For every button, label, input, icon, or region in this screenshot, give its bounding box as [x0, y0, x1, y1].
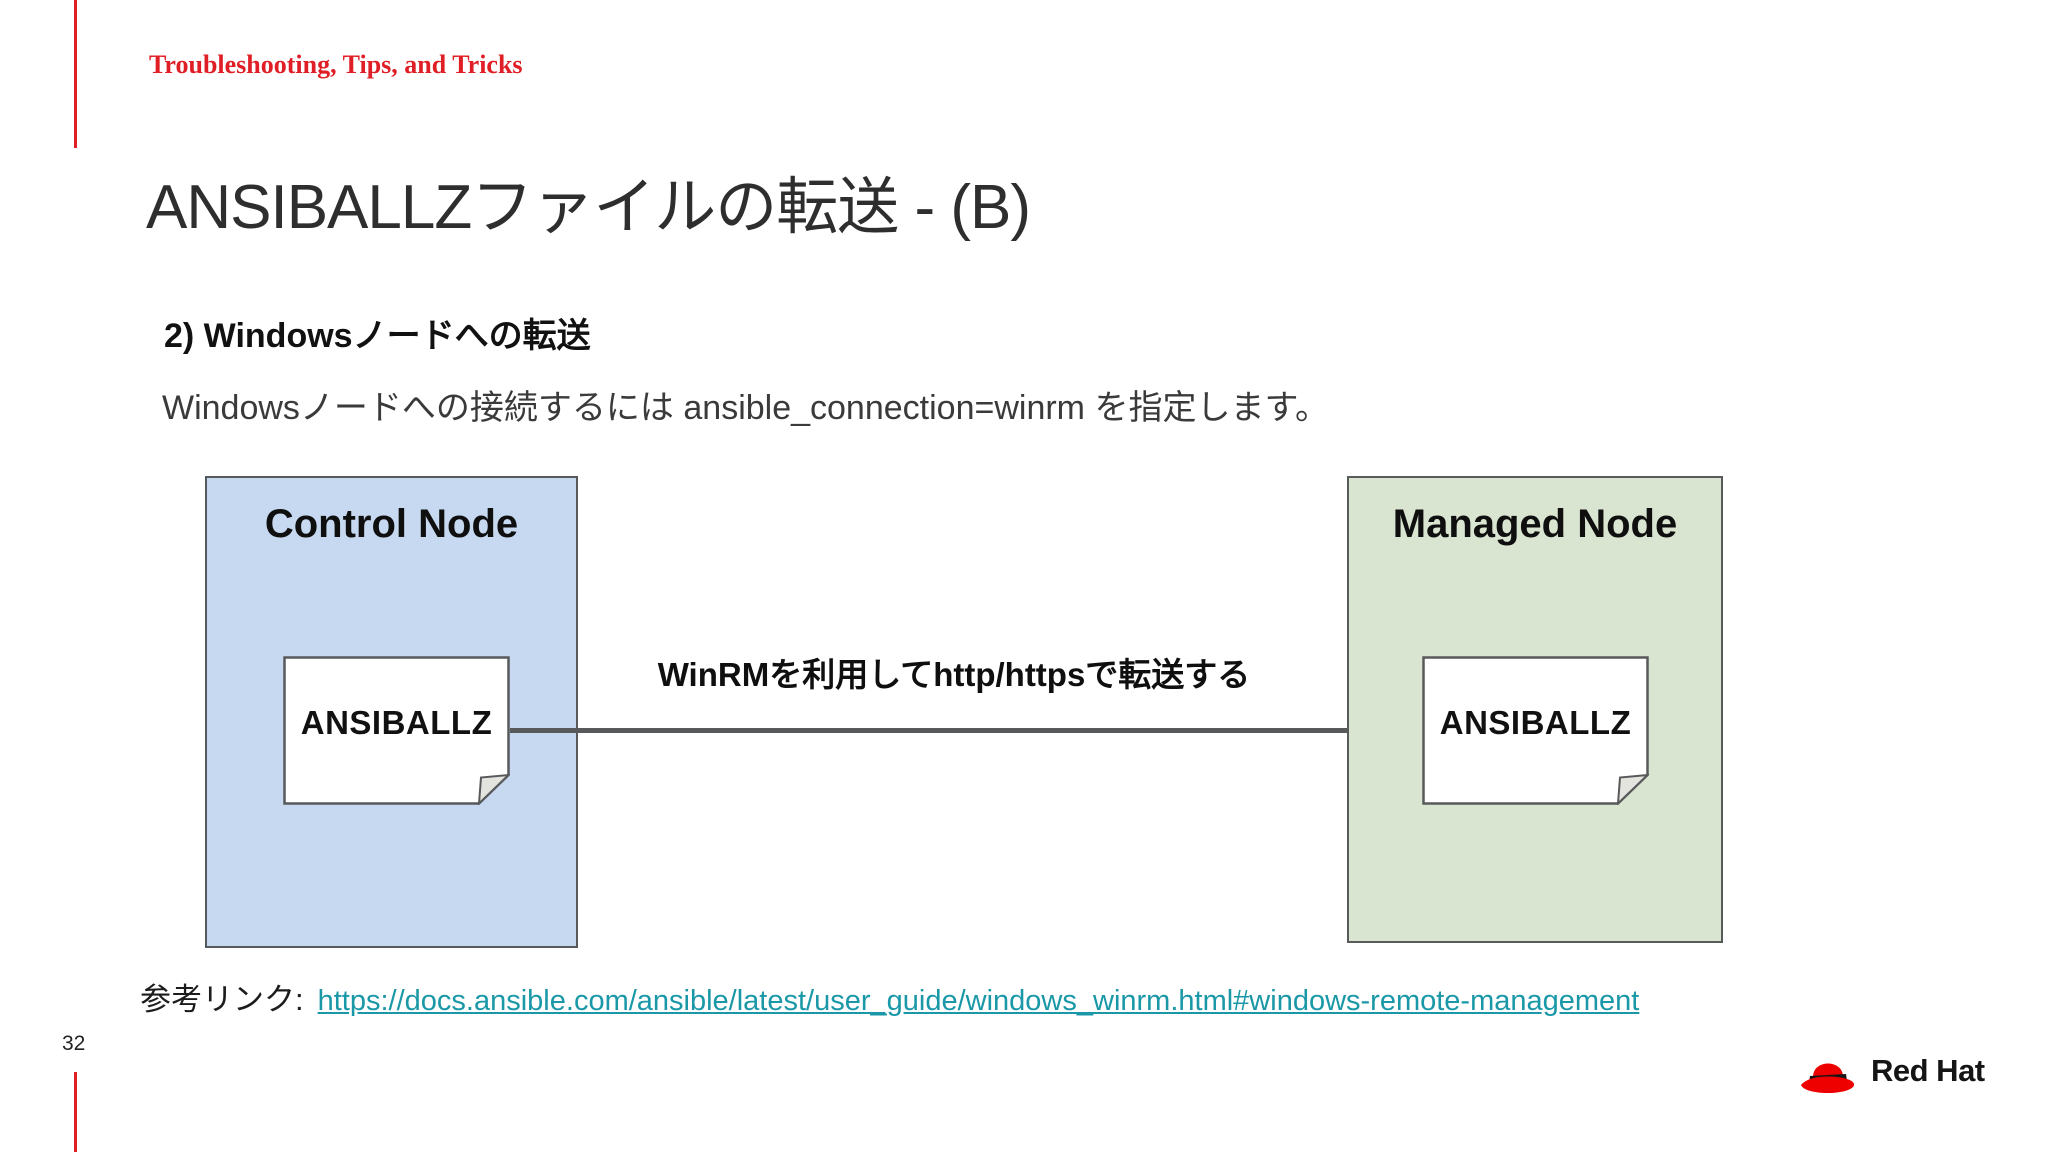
redhat-logo-text: Red Hat	[1871, 1053, 1985, 1088]
ansiballz-file-managed: ANSIBALLZ	[1422, 656, 1649, 805]
slide-body-text: Windowsノードへの接続するには ansible_connection=wi…	[162, 389, 1330, 427]
control-node-title: Control Node	[264, 502, 519, 546]
transfer-arrow-label: WinRMを利用してhttp/httpsで転送する	[657, 656, 1251, 693]
slide-subtitle: 2) Windowsノードへの転送	[164, 317, 591, 355]
document-icon	[283, 656, 510, 805]
transfer-arrow-line	[510, 728, 1398, 733]
ansiballz-file-label-managed: ANSIBALLZ	[1439, 703, 1632, 741]
red-accent-line-top	[74, 0, 77, 148]
page-title: ANSIBALLZファイルの転送 - (B)	[146, 173, 1031, 242]
section-eyebrow: Troubleshooting, Tips, and Tricks	[149, 50, 523, 79]
reference-row: 参考リンク: https://docs.ansible.com/ansible/…	[140, 974, 1639, 1019]
redhat-fedora-icon	[1801, 1063, 1855, 1093]
ansiballz-file-label-control: ANSIBALLZ	[300, 703, 493, 741]
ansiballz-file-control: ANSIBALLZ	[283, 656, 510, 805]
page-number: 32	[62, 1032, 86, 1055]
document-icon	[1422, 656, 1649, 805]
red-accent-line-bottom	[74, 1072, 77, 1152]
reference-label: 参考リンク:	[140, 982, 304, 1017]
reference-link[interactable]: https://docs.ansible.com/ansible/latest/…	[317, 985, 1640, 1017]
managed-node-title: Managed Node	[1392, 502, 1678, 546]
redhat-logo: Red Hat	[1798, 1048, 1985, 1094]
control-node-box: Control Node	[205, 476, 578, 948]
